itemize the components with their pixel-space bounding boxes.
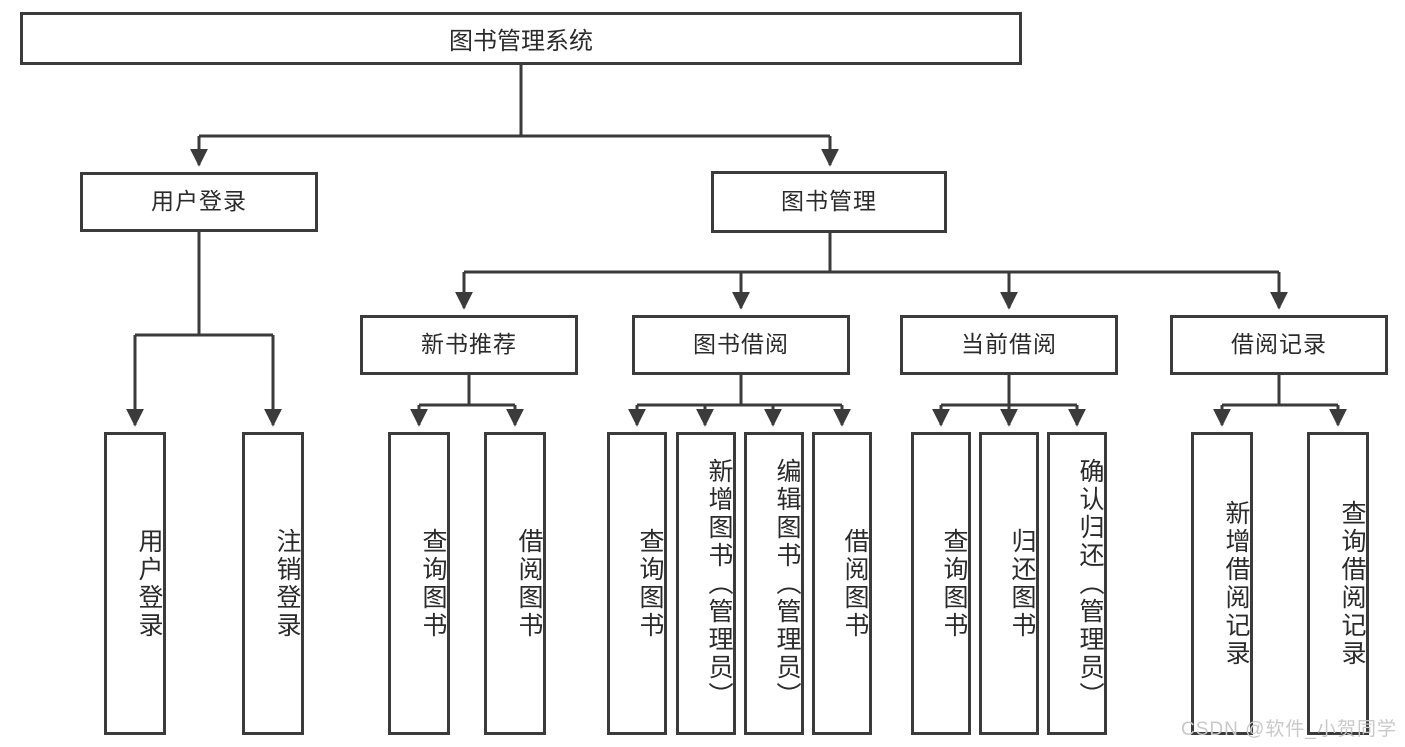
leaf-user-login-signin[interactable]: 用户登录: [104, 432, 166, 735]
leaf-current-return-books[interactable]: 归还图书: [979, 432, 1039, 735]
leaf-borrow-query-books[interactable]: 查询图书: [607, 432, 667, 735]
leaf-newbook-borrow-books[interactable]: 借阅图书: [484, 432, 546, 735]
leaf-borrow-borrow-books[interactable]: 借阅图书: [812, 432, 872, 735]
csdn-watermark: CSDN @软件_小贺同学: [1181, 719, 1397, 740]
leaf-borrow-add-book-admin[interactable]: 新增图书（管理员）: [676, 432, 736, 735]
leaf-record-add-borrow-record[interactable]: 新增借阅记录: [1191, 432, 1253, 735]
node-root-system[interactable]: 图书管理系统: [20, 12, 1022, 65]
node-book-borrow[interactable]: 图书借阅: [632, 315, 850, 375]
leaf-user-login-signout[interactable]: 注销登录: [242, 432, 304, 735]
leaf-newbook-query-books[interactable]: 查询图书: [388, 432, 450, 735]
leaf-current-query-books[interactable]: 查询图书: [911, 432, 971, 735]
node-user-login[interactable]: 用户登录: [80, 172, 318, 232]
leaf-current-confirm-return-admin[interactable]: 确认归还（管理员）: [1047, 432, 1107, 735]
leaf-borrow-edit-book-admin[interactable]: 编辑图书（管理员）: [744, 432, 804, 735]
leaf-record-query-borrow-record[interactable]: 查询借阅记录: [1307, 432, 1369, 735]
node-current-borrow[interactable]: 当前借阅: [900, 315, 1118, 375]
node-borrow-record[interactable]: 借阅记录: [1170, 315, 1388, 375]
node-new-book-recommend[interactable]: 新书推荐: [360, 315, 578, 375]
node-book-management[interactable]: 图书管理: [711, 171, 947, 233]
